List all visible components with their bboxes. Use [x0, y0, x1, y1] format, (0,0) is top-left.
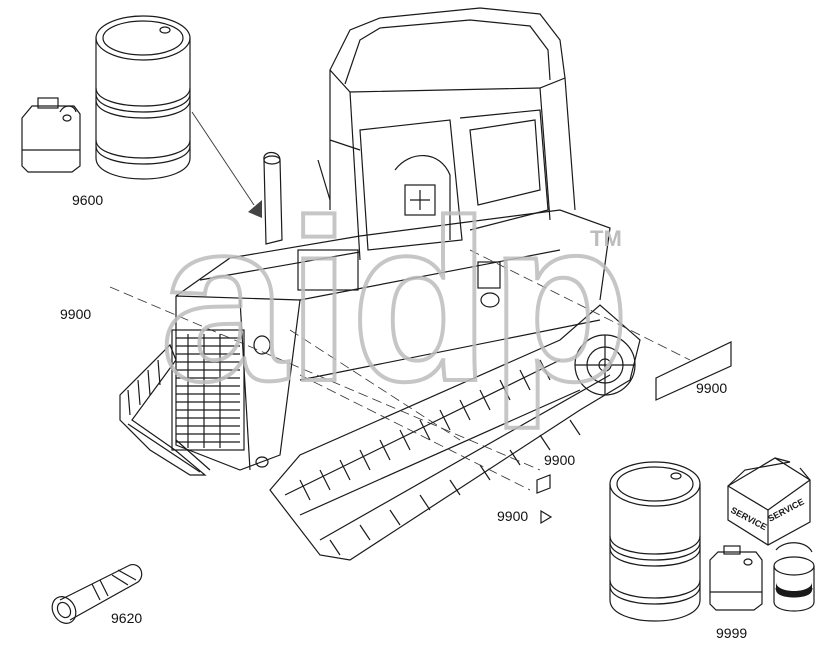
decal-triangle-icon — [540, 509, 553, 525]
exhaust-stack — [263, 151, 283, 245]
leader-lines — [109, 249, 691, 491]
service-box-label-1: SERVICE — [729, 505, 768, 532]
oil-drum-icon — [95, 15, 191, 180]
decal-small — [536, 474, 551, 494]
sprocket-wheel — [574, 334, 636, 396]
arrowhead-icon — [248, 200, 262, 218]
part-label-9900-right: 9900 — [696, 380, 728, 396]
watermark-tm: TM — [590, 226, 622, 251]
part-label-9900-left: 9900 — [60, 306, 92, 322]
part-label-9620: 9620 — [111, 610, 143, 626]
filled-accents — [248, 200, 812, 598]
dozer-cab — [317, 7, 576, 261]
drum-leader-line — [191, 111, 255, 206]
part-label-9900-small: 9900 — [544, 452, 576, 468]
service-box-icon — [727, 457, 811, 546]
radiator-grille — [171, 329, 245, 451]
part-label-9900-arrow: 9900 — [497, 508, 529, 524]
jerrycan-icon — [21, 97, 81, 173]
service-jerrycan-icon — [709, 545, 763, 611]
left-track — [119, 343, 211, 476]
decal-strip — [655, 341, 732, 401]
service-drum-icon — [609, 461, 701, 622]
engine-hood — [175, 209, 611, 471]
part-label-9999: 9999 — [716, 625, 748, 641]
service-box-label-2: SERVICE — [766, 496, 805, 523]
part-label-9600: 9600 — [72, 192, 104, 208]
watermark-text: aidp — [160, 172, 630, 429]
tube-icon — [51, 563, 143, 624]
